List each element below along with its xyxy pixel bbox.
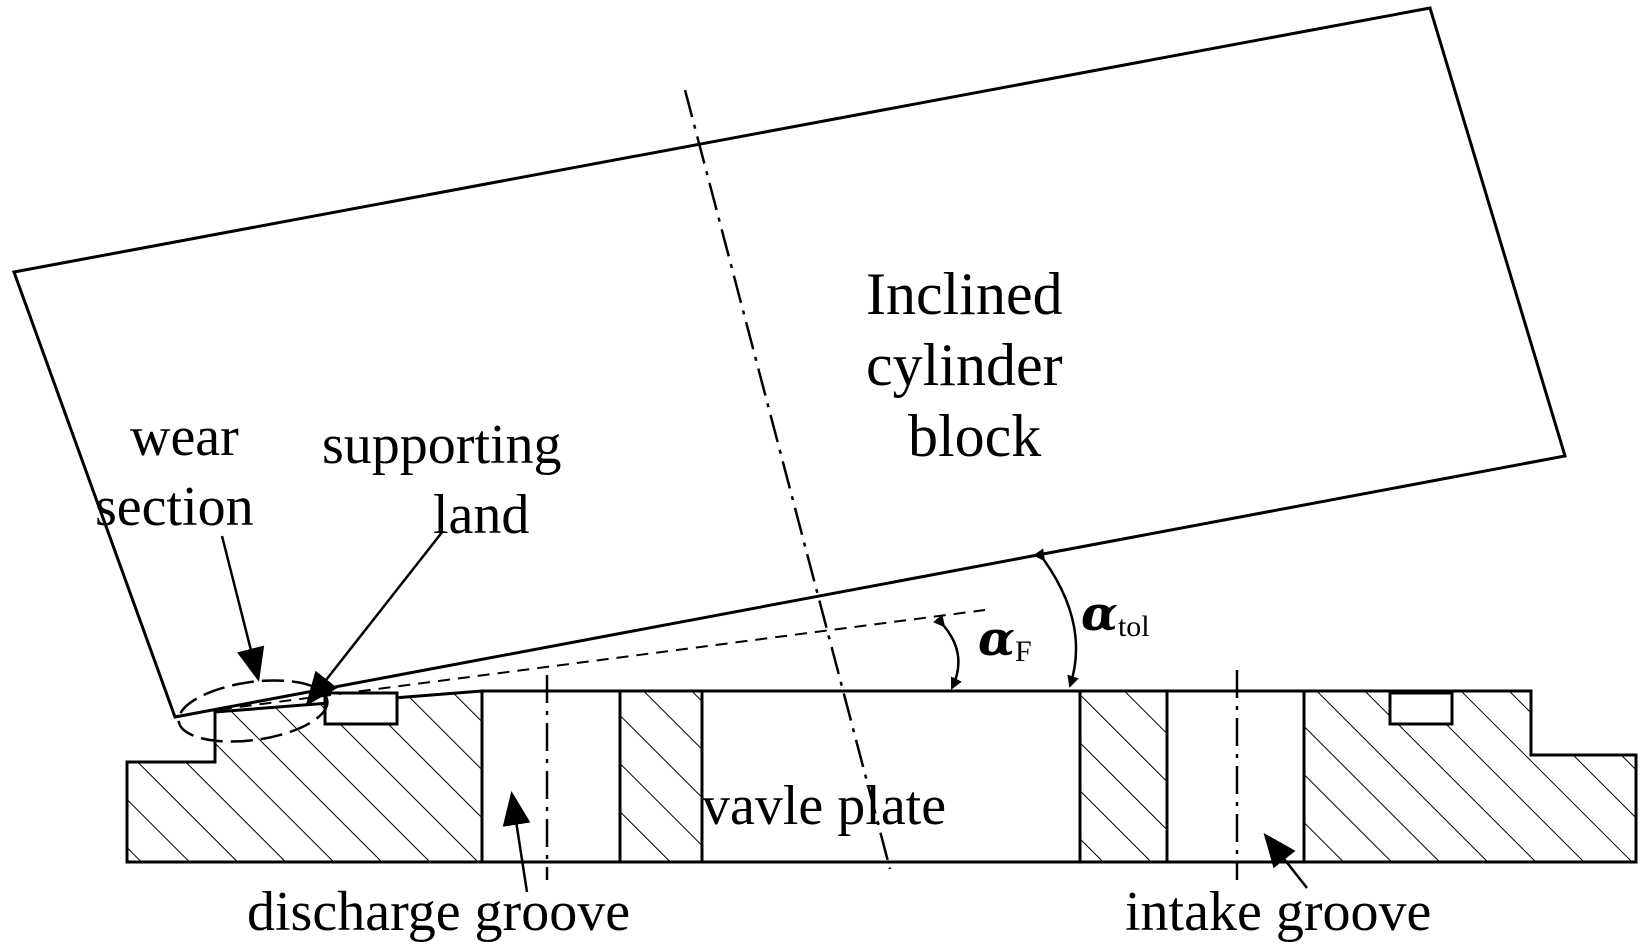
valve-plate-label: vavle plate [702,775,946,837]
discharge-groove-label: discharge groove [247,881,630,943]
block-label-line3: block [908,403,1041,469]
block-label-line2: cylinder [866,332,1063,398]
support-label-line2: land [433,484,529,546]
alpha-f-label: αF [978,611,1032,668]
block-centerline [683,89,892,870]
wear-label-line1: wear [130,406,239,468]
right-notch [1388,691,1454,726]
valve-plate-right-segment [1302,689,1638,864]
supporting-land-notch [323,691,399,726]
block-label-line1: Inclined [866,261,1063,327]
valve-plate-body [125,689,1638,864]
alpha-tol-label: αtol [1081,586,1150,643]
support-label-line1: supporting [322,414,562,476]
alpha-tol-arc [1033,548,1079,688]
discharge-groove-arrow [502,791,531,893]
valve-plate-segment-3 [1078,689,1169,864]
intake-groove-arrow [1263,832,1308,889]
alpha-f-arc [933,614,962,690]
intake-groove-label: intake groove [1125,881,1431,943]
wear-section-arrow [220,535,265,682]
valve-plate-segment-2 [618,689,704,864]
supporting-land-arrow [305,530,444,707]
wear-label-line2: section [95,476,254,538]
inclined-cylinder-block [11,6,1567,719]
